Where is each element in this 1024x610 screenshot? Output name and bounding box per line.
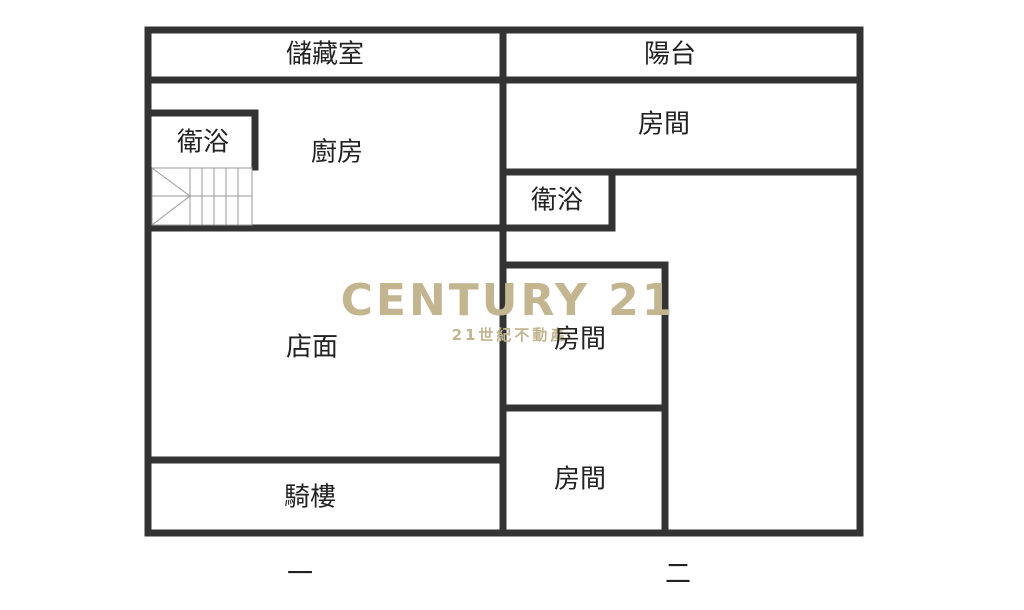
bath-1f-wall [144,109,259,171]
label-shop: 店面 [286,333,338,363]
watermark-brand: CENTURY 21 [341,275,676,326]
label-bath-2f: 衛浴 [531,186,583,216]
label-floor-2: 二 [665,560,691,590]
label-room-bottom: 房間 [554,465,606,495]
label-floor-1: 一 [287,560,313,590]
label-bath-1f: 衛浴 [177,128,229,158]
walls [144,26,864,537]
bath-2f-wall [499,168,616,232]
watermark-subtitle: 21世紀不動產 [452,326,569,344]
watermark: CENTURY 21 21世紀不動產 [341,275,676,344]
label-kitchen: 廚房 [311,138,363,168]
stairs [151,167,253,226]
label-balcony: 陽台 [644,40,696,70]
room-labels: 儲藏室 陽台 衛浴 廚房 店面 騎樓 房間 衛浴 房間 房間 一 二 [177,40,696,590]
label-room-mid: 房間 [554,325,606,355]
room-mid-wall [499,261,669,534]
label-arcade: 騎樓 [284,483,336,513]
label-storage: 儲藏室 [286,40,364,70]
label-room-top: 房間 [638,110,690,140]
